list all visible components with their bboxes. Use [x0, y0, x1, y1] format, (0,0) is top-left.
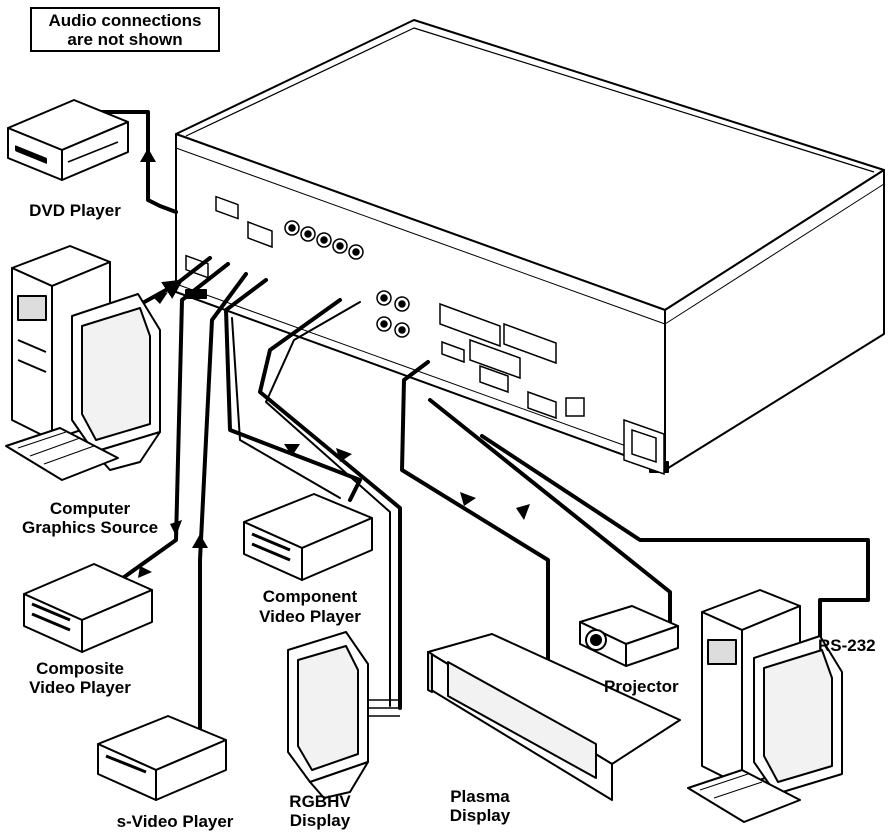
cable-rgbhv: [258, 298, 402, 710]
arrow-dvd: [140, 148, 156, 162]
arrow-composite: [170, 520, 182, 536]
arrow-plasma: [460, 492, 476, 506]
label-dvd-player: DVD Player: [29, 201, 121, 220]
label-rs232: RS-232: [818, 636, 876, 655]
note-box: Audio connections are not shown: [30, 7, 220, 52]
label-svideo-player: s-Video Player: [116, 812, 234, 831]
note-line-2: are not shown: [67, 30, 183, 49]
svideo-player-icon: [97, 715, 227, 801]
label-component-line2: Video Player: [259, 607, 361, 626]
dvd-player-icon: [7, 99, 129, 181]
component-player-icon: [243, 493, 373, 581]
rs232-computer-icon: [687, 589, 843, 823]
arrow-composite-2: [138, 566, 152, 578]
scaler-unit: [175, 19, 885, 473]
arrow-component: [284, 444, 300, 456]
composite-player-icon: [23, 563, 153, 653]
label-computer-line2: Graphics Source: [21, 518, 159, 537]
arrow-svideo: [192, 534, 208, 548]
cable-dvd: [98, 110, 178, 214]
label-composite-line1: Composite: [36, 659, 124, 678]
rgbhv-display-icon: [287, 631, 400, 799]
note-line-1: Audio connections: [48, 11, 202, 30]
arrow-projector: [516, 504, 530, 520]
label-computer-line1: Computer: [49, 499, 131, 518]
cable-plasma: [400, 360, 550, 692]
cable-composite: [118, 262, 230, 582]
label-composite-line2: Video Player: [29, 678, 131, 697]
label-rgbhv-line2: Display: [289, 811, 351, 830]
cable-svideo: [198, 272, 248, 732]
label-rgbhv-line1: RGBHV: [289, 792, 351, 811]
cable-projector: [428, 398, 672, 636]
cable-rs232: [480, 434, 870, 642]
flow-arrows: [138, 148, 530, 578]
cable-computer: [128, 256, 212, 312]
label-component-line1: Component: [262, 587, 358, 606]
cables: [98, 110, 870, 732]
label-plasma-line1: Plasma: [450, 787, 510, 806]
cable-component: [224, 278, 362, 502]
label-plasma-line2: Display: [449, 806, 511, 825]
computer-source-icon: [5, 245, 161, 481]
arrow-computer: [152, 292, 168, 304]
arrow-component-2: [336, 448, 352, 462]
projector-icon: [579, 605, 679, 667]
label-projector: Projector: [604, 677, 679, 696]
plasma-display-icon: [427, 633, 681, 801]
